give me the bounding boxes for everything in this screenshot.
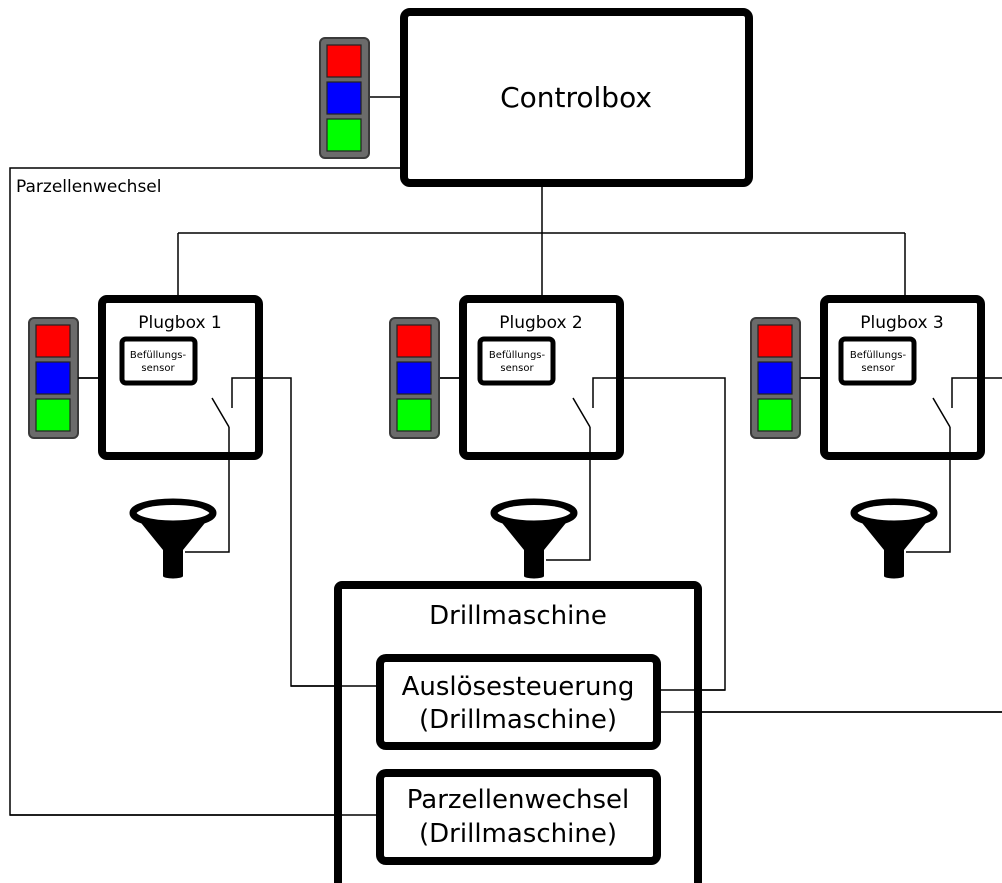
traffic-light-icon	[28, 317, 79, 439]
plugbox-label: Plugbox 2	[499, 313, 583, 333]
traffic-light-icon	[319, 37, 370, 159]
sensor-label-line1: Befüllungs-	[850, 350, 907, 361]
drillmaschine-label: Drillmaschine	[429, 601, 607, 631]
befuellungssensor	[119, 336, 198, 386]
sensor-label-line1: Befüllungs-	[489, 350, 546, 361]
controlbox-frame	[400, 8, 753, 187]
funnel-icon	[850, 498, 938, 579]
parzellenwechsel-box	[376, 769, 661, 865]
befuellungssensor	[477, 336, 556, 386]
funnel-icon	[129, 498, 217, 579]
switch-overlay	[78, 377, 984, 458]
ausloesesteuerung-box	[376, 654, 661, 750]
parzellenwechsel-label-line1: Parzellenwechsel	[407, 785, 630, 815]
plugbox-label: Plugbox 1	[138, 313, 222, 333]
drillmaschine: Drillmaschine Auslösesteuerung (Drillmas…	[334, 581, 702, 883]
traffic-light-icon	[389, 317, 440, 439]
sensor-label-line2: sensor	[500, 363, 534, 374]
parzellenwechsel-label-line2: (Drillmaschine)	[419, 819, 617, 849]
controlbox: Controlbox	[400, 8, 753, 187]
ausloesesteuerung-label-line1: Auslösesteuerung	[402, 672, 635, 702]
befuellungssensor	[838, 336, 917, 386]
parzellenwechsel-line-label: Parzellenwechsel	[16, 177, 161, 197]
plugbox-3: Plugbox 3 Befüllungs- sensor	[820, 295, 985, 460]
ausloesesteuerung-label-line2: (Drillmaschine)	[419, 705, 617, 735]
drillmaschine-connectors	[10, 685, 1002, 816]
sensor-label-line2: sensor	[141, 363, 175, 374]
plugbox-1: Plugbox 1 Befüllungs- sensor	[98, 295, 263, 460]
plugbox-label: Plugbox 3	[860, 313, 944, 333]
funnel-icon	[490, 498, 578, 579]
sensor-label-line2: sensor	[861, 363, 895, 374]
traffic-light-icon	[750, 317, 801, 439]
sensor-label-line1: Befüllungs-	[130, 350, 187, 361]
controlbox-label: Controlbox	[500, 81, 652, 114]
